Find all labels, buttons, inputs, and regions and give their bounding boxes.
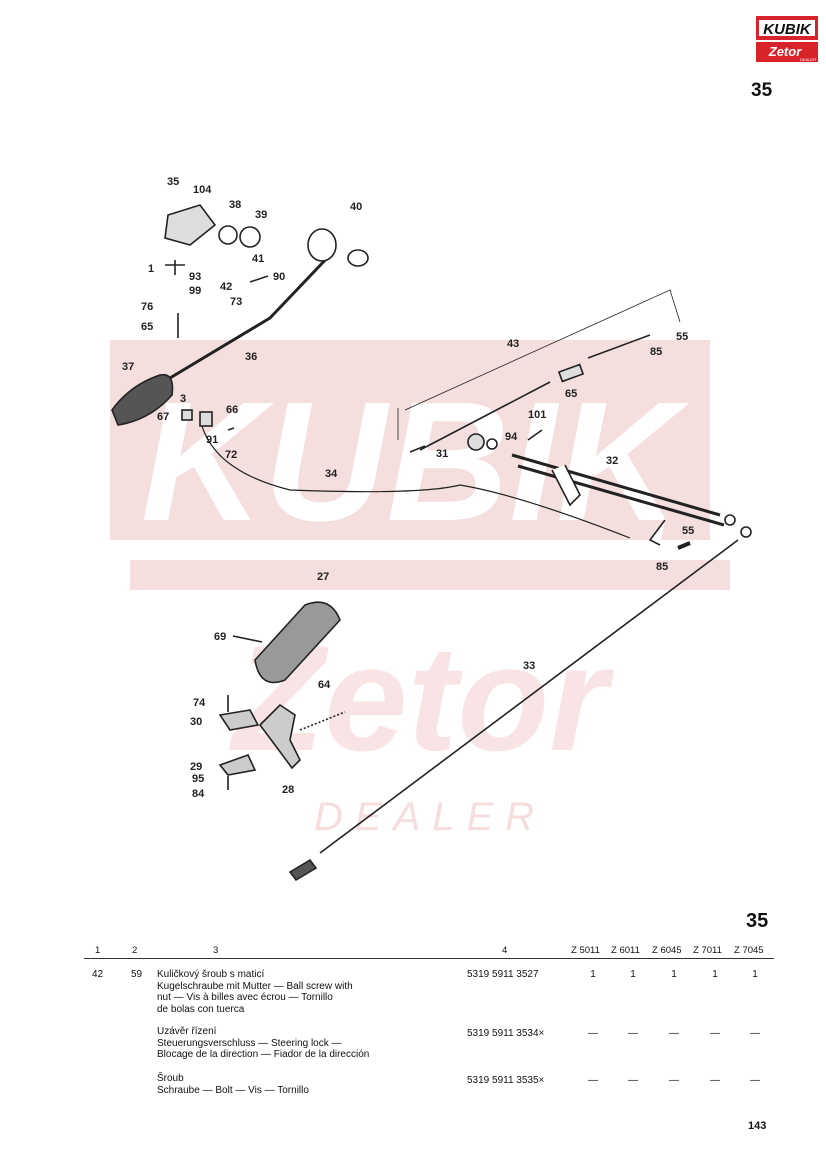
callout: 74	[193, 697, 206, 709]
table-row: Šroub Schraube — Bolt — Vis — Tornillo 5…	[0, 1073, 826, 1099]
kubik-zetor-logo: KUBIK Zetor DEALER	[756, 16, 818, 62]
row-qty: —	[628, 1075, 638, 1086]
callout: 65	[141, 321, 153, 333]
callout: 72	[225, 449, 237, 461]
callout: 41	[252, 253, 264, 265]
svg-text:KUBIK: KUBIK	[763, 21, 812, 38]
row-desc: de bolas con tuerca	[157, 1003, 245, 1015]
row-qty: —	[710, 1028, 720, 1039]
row-qty: —	[588, 1075, 598, 1086]
row-qty: 1	[590, 969, 596, 980]
header-col-1: 1	[95, 945, 101, 956]
row-qty: —	[588, 1028, 598, 1039]
header-model: Z 5011	[571, 945, 600, 956]
callout: 101	[528, 409, 546, 421]
row-qty: 1	[671, 969, 677, 980]
header-model: Z 7011	[693, 945, 722, 956]
callout: 36	[245, 351, 257, 363]
row-col2: 59	[131, 969, 143, 980]
header-model: Z 7045	[734, 945, 764, 956]
callout: 39	[255, 209, 267, 221]
row-desc: nut — Vis à billes avec écrou — Tornillo	[157, 992, 333, 1003]
header-col-2: 2	[132, 945, 138, 956]
callout: 66	[226, 404, 238, 416]
row-qty: 1	[712, 969, 718, 980]
diagram-callouts: 35 104 38 39 40 1 93 99 41 42 90 76 73 6…	[122, 176, 694, 800]
callout: 85	[650, 346, 662, 358]
callout: 69	[214, 631, 226, 643]
callout: 85	[656, 561, 668, 573]
callout: 55	[682, 525, 694, 537]
callout: 3	[180, 393, 186, 405]
callout: 43	[507, 338, 519, 350]
callout: 32	[606, 455, 618, 467]
callout: 91	[206, 434, 218, 446]
callout: 28	[282, 784, 294, 796]
callout: 34	[325, 468, 338, 480]
steering-lock-exploded-diagram: 35 104 38 39 40 1 93 99 41 42 90 76 73 6…	[111, 176, 752, 882]
header-model: Z 6011	[611, 945, 640, 956]
section-number-top: 35	[751, 80, 773, 101]
row-qty: —	[710, 1075, 720, 1086]
callout: 27	[317, 571, 329, 583]
row-part-number: 5319 5911 3535×	[467, 1075, 545, 1086]
row-qty: —	[669, 1075, 679, 1086]
row-part-number: 5319 5911 3527	[467, 969, 539, 980]
svg-text:KUBIK: KUBIK	[141, 367, 691, 557]
row-qty: —	[750, 1028, 760, 1039]
callout: 64	[318, 679, 331, 691]
section-number: 35	[746, 910, 769, 932]
callout: 55	[676, 331, 688, 343]
header-rule	[84, 958, 774, 959]
callout: 1	[148, 263, 154, 275]
row-desc: Kuličkový šroub s maticí	[157, 969, 265, 980]
callout: 30	[190, 716, 202, 728]
row-part-number: 5319 5911 3534×	[467, 1028, 545, 1039]
svg-text:DEALER: DEALER	[314, 795, 546, 839]
table-row: Uzávěr řízení Steuerungsverschluss — Ste…	[0, 1026, 826, 1066]
callout: 67	[157, 411, 169, 423]
svg-text:DEALER: DEALER	[800, 57, 816, 62]
callout: 94	[505, 431, 518, 443]
row-desc: Steuerungsverschluss — Steering lock —	[157, 1037, 342, 1049]
parts-table-header: 1 2 3 4 Z 5011 Z 6011 Z 6045 Z 7011 Z 70…	[0, 945, 826, 961]
page-number: 143	[748, 1120, 767, 1132]
callout: 84	[192, 788, 205, 800]
callout: 38	[229, 199, 241, 211]
header-col-3: 3	[213, 945, 219, 956]
callout: 29	[190, 761, 202, 773]
row-qty: —	[628, 1028, 638, 1039]
callout: 37	[122, 361, 134, 373]
callout: 93	[189, 271, 201, 283]
row-qty: —	[750, 1075, 760, 1086]
callout: 65	[565, 388, 577, 400]
callout: 42	[220, 281, 232, 293]
callout: 104	[193, 184, 212, 196]
table-row: 42 59 Kuličkový šroub s maticí Kugelschr…	[0, 969, 826, 1019]
callout: 73	[230, 296, 242, 308]
kubik-zetor-watermark: KUBIK Zetor DEALER	[110, 340, 730, 839]
callout: 40	[350, 201, 362, 213]
row-desc: Schraube — Bolt — Vis — Tornillo	[157, 1084, 309, 1096]
row-col1: 42	[92, 969, 104, 980]
header-model: Z 6045	[652, 945, 682, 956]
callout: 90	[273, 271, 285, 283]
header-col-4: 4	[502, 945, 508, 956]
row-desc: Uzávěr řízení	[157, 1026, 217, 1037]
row-desc: Šroub	[157, 1073, 184, 1084]
row-desc: Blocage de la direction — Fiador de la d…	[157, 1049, 370, 1060]
row-qty: 1	[630, 969, 636, 980]
callout: 95	[192, 773, 204, 785]
callout: 33	[523, 660, 535, 672]
callout: 76	[141, 301, 153, 313]
callout: 31	[436, 448, 448, 460]
callout: 35	[167, 176, 179, 188]
callout: 99	[189, 285, 201, 297]
row-desc: Kugelschraube mit Mutter — Ball screw wi…	[157, 980, 353, 992]
row-qty: 1	[752, 969, 758, 980]
row-qty: —	[669, 1028, 679, 1039]
svg-text:Zetor: Zetor	[768, 44, 802, 59]
